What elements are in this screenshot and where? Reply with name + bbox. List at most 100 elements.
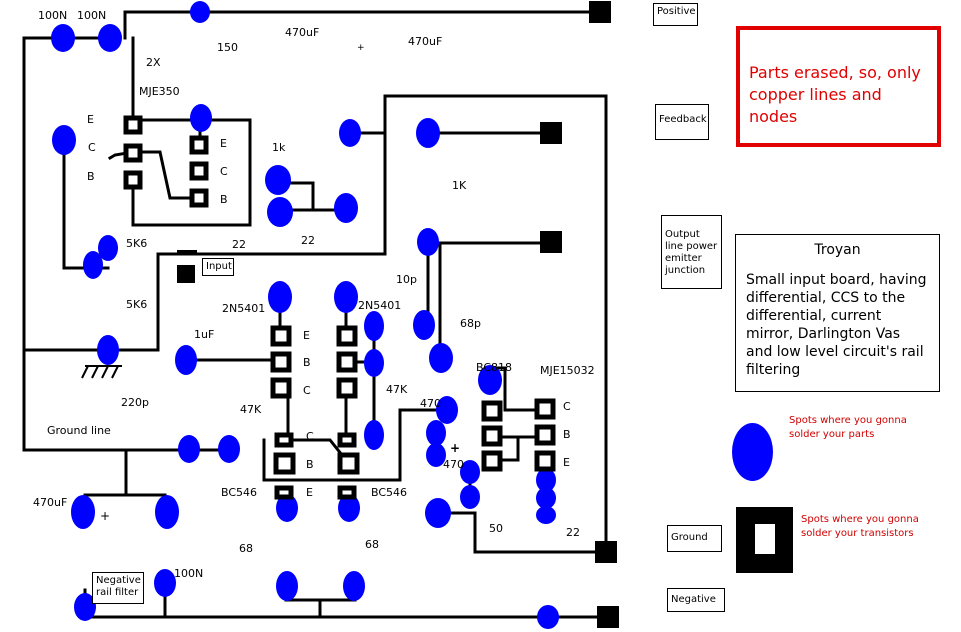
node: [426, 420, 446, 446]
feedback-box: Feedback: [655, 104, 709, 140]
label-pin-e: E: [306, 486, 313, 499]
label-plus: +: [450, 441, 461, 455]
node: [268, 281, 292, 313]
negative-rail-filter-box: Negative rail filter: [92, 572, 144, 604]
pad-square: [177, 250, 197, 255]
label-1k: 1K: [452, 179, 467, 192]
label-pin-c: C: [88, 141, 96, 154]
label-pin-b: B: [87, 170, 95, 183]
node: [218, 435, 240, 463]
node: [276, 571, 298, 601]
node: [416, 118, 440, 148]
node: [97, 335, 119, 365]
label-47k: 47K: [386, 383, 408, 396]
label-100n: 100N: [174, 567, 204, 580]
label-5k6: 5K6: [126, 237, 148, 250]
node: [276, 494, 298, 522]
label-470uf: 470uF: [285, 26, 320, 39]
pad: [189, 188, 209, 208]
node: [364, 349, 384, 377]
node: [478, 365, 502, 395]
label-bc546: BC546: [371, 486, 408, 499]
label-68: 68: [239, 542, 253, 555]
node: [536, 506, 556, 524]
pad: [337, 432, 357, 448]
pad-square: [595, 541, 617, 563]
label-pin-e: E: [303, 329, 310, 342]
pad: [336, 351, 358, 373]
label-pin-c: C: [303, 384, 311, 397]
pad: [123, 115, 143, 135]
pad-square: [589, 1, 611, 23]
pad: [336, 377, 358, 399]
legend-pad-text: Spots where you gonna solder your transi…: [801, 514, 919, 539]
node: [155, 495, 179, 529]
label-150: 150: [217, 41, 238, 54]
pad: [534, 424, 556, 446]
negative-box: Negative: [667, 588, 725, 612]
node: [71, 495, 95, 529]
pad: [337, 452, 360, 475]
input-box: Input: [202, 258, 234, 276]
label-pin-b: B: [306, 458, 314, 471]
label-68: 68: [365, 538, 379, 551]
pad: [189, 135, 209, 155]
label-2n5401: 2N5401: [222, 302, 266, 315]
trace: [131, 150, 202, 200]
node: [51, 24, 75, 52]
info-title: Troyan: [814, 242, 861, 258]
output-box: Output line power emitter junction: [661, 215, 722, 289]
label-10p: 10p: [396, 273, 417, 286]
label-pin-c: C: [220, 165, 228, 178]
pad: [481, 450, 503, 472]
node: [338, 494, 360, 522]
label-pin-b: B: [220, 193, 228, 206]
pad: [336, 325, 358, 347]
label-pin-b: B: [303, 356, 311, 369]
label-100n: 100N: [77, 9, 107, 22]
label-pin-e: E: [87, 113, 94, 126]
node: [436, 396, 458, 424]
label-470: 470: [443, 458, 464, 471]
label-pin-b: B: [563, 428, 571, 441]
info-panel: Troyan Small input board, having differe…: [735, 234, 940, 392]
pad: [274, 432, 294, 448]
node: [98, 24, 122, 52]
trace: [22, 94, 608, 554]
node: [536, 487, 556, 509]
pad: [534, 398, 556, 420]
pad: [534, 450, 556, 472]
pad: [337, 485, 357, 500]
node: [460, 485, 480, 509]
label-470uf: 470uF: [33, 496, 68, 509]
pad-square: [177, 265, 195, 283]
pad-square: [597, 606, 619, 628]
pad: [481, 400, 503, 422]
pad: [270, 351, 292, 373]
label-470: 470: [420, 397, 441, 410]
trace: [262, 408, 442, 482]
node: [417, 228, 439, 256]
transistor-pads: [123, 1, 619, 628]
pad: [123, 143, 143, 163]
label-50: 50: [489, 522, 503, 535]
trace: [131, 36, 142, 127]
label-plus: +: [357, 43, 365, 53]
node: [413, 310, 435, 340]
label-bc818: BC818: [476, 361, 513, 374]
label-pin-e: E: [563, 456, 570, 469]
node: [364, 420, 384, 450]
node: [426, 443, 446, 467]
ground-box: Ground: [667, 525, 722, 552]
label-22: 22: [566, 526, 580, 539]
label-pin-e: E: [220, 137, 227, 150]
node: [343, 571, 365, 601]
pad: [189, 161, 209, 181]
node: [98, 235, 118, 261]
info-description: Small input board, having differential, …: [746, 272, 927, 378]
label-22: 22: [301, 234, 315, 247]
label-2x: 2X: [146, 56, 161, 69]
label-5k6: 5K6: [126, 298, 148, 311]
positive-box: Positive: [653, 3, 698, 26]
